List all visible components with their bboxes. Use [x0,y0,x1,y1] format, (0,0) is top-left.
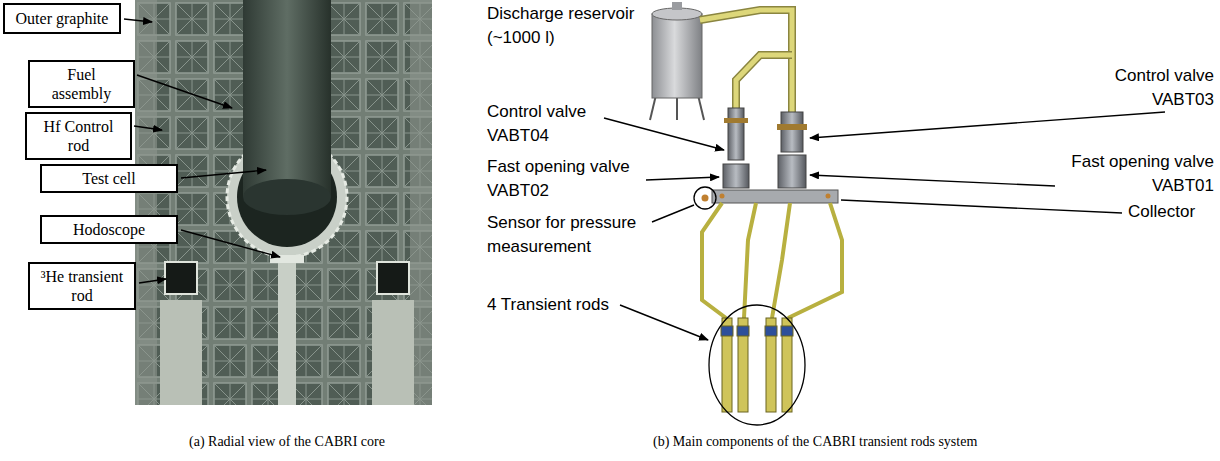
box-text: Test cell [82,169,136,188]
label-box: Hf Control rod [25,112,132,160]
component-label: Fast opening valve VABT01 [1056,150,1214,198]
label-box: Fuel assembly [28,60,135,108]
subfigure-caption: (a) Radial view of the CABRI core [189,433,385,451]
component-label: Discharge reservoir (~1000 l) [487,2,655,50]
label-box: Outer graphite [3,3,121,34]
label-box: Hodoscope [40,215,178,244]
component-label: Collector [1128,200,1195,224]
box-text: Hf Control rod [34,117,123,155]
box-text: Fuel assembly [37,65,126,103]
core-photo [135,0,432,405]
label-box: ³He transient rod [28,262,136,310]
component-label: Control valve VABT03 [1100,64,1214,112]
component-label: Sensor for pressure measurement [487,211,649,259]
box-text: Outer graphite [16,9,109,28]
component-label: Fast opening valve VABT02 [487,155,645,203]
box-text: Hodoscope [73,220,145,239]
box-text: ³He transient rod [37,267,127,305]
rods-system [650,2,842,425]
component-label: Control valve VABT04 [487,100,601,148]
leader-arrows [604,112,1165,340]
subfigure-caption: (b) Main components of the CABRI transie… [653,433,977,451]
component-label: 4 Transient rods [487,293,647,317]
label-box: Test cell [40,164,178,193]
